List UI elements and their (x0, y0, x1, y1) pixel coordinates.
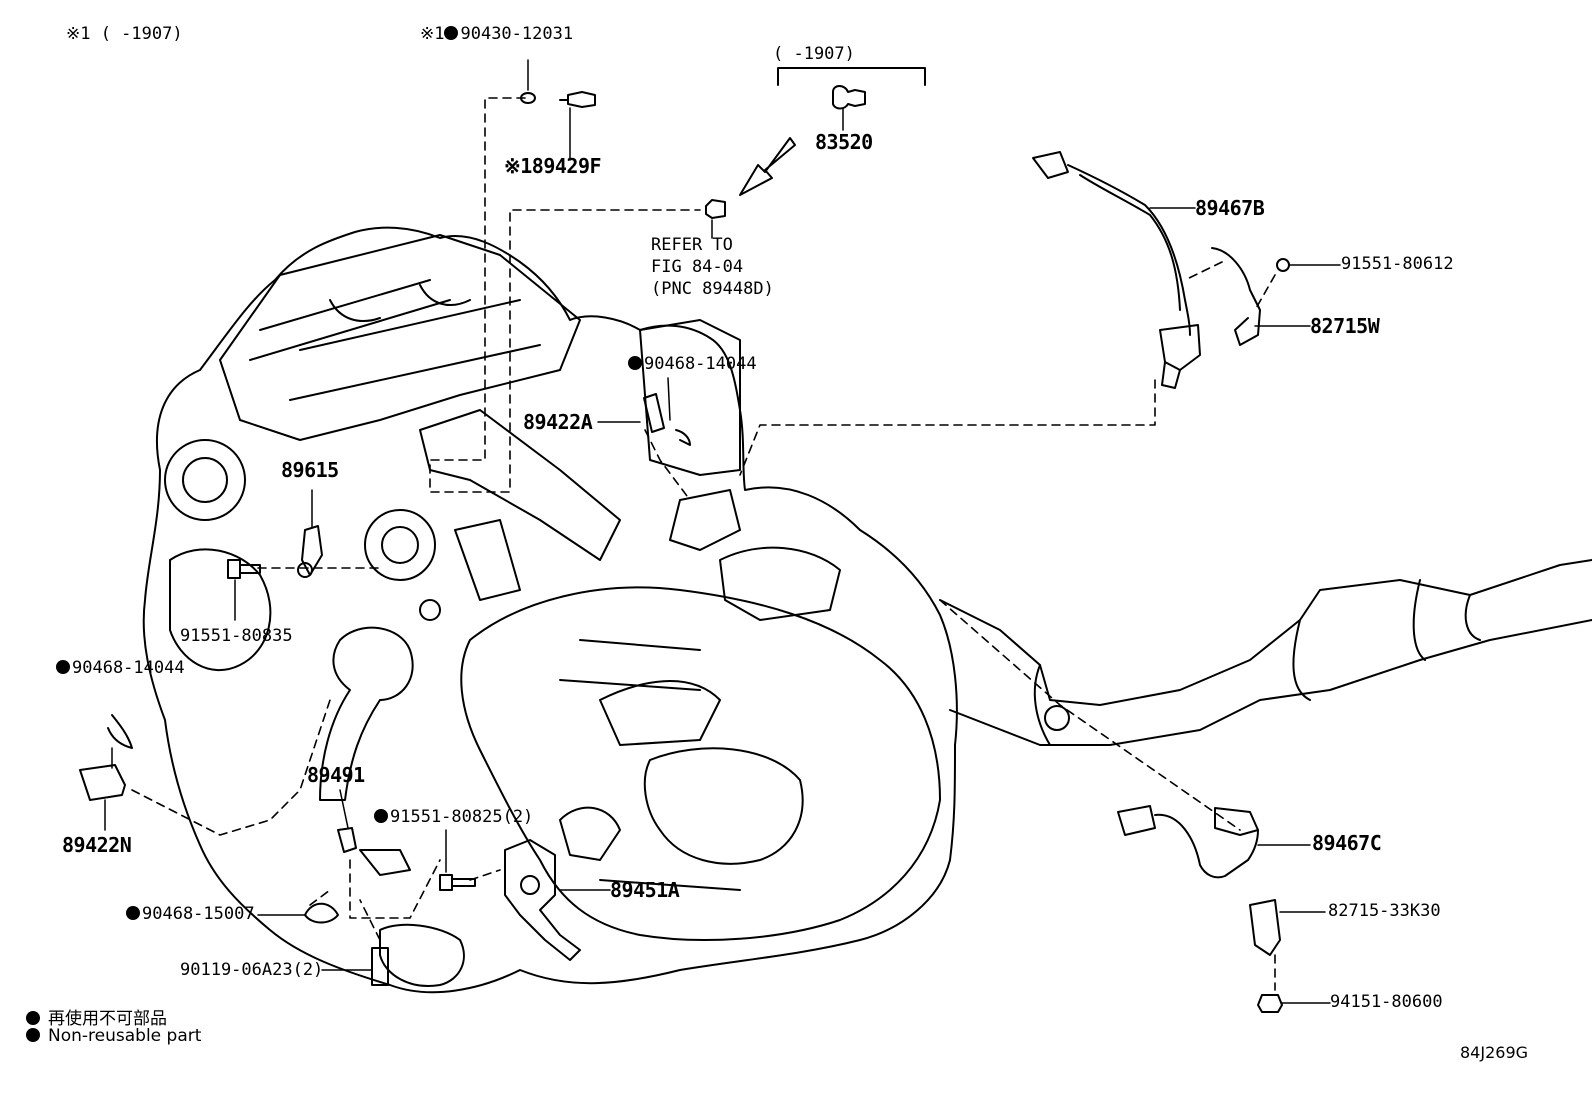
part-number-label: 90430-12031 (460, 24, 574, 44)
exhaust-pipe (939, 559, 1592, 706)
head-cover (219, 234, 581, 441)
non-reusable-dot-icon (26, 1028, 40, 1042)
note-top-left: ※1 ( -1907) (66, 24, 183, 44)
legend-line-jp: 再使用不可部品 (26, 1004, 167, 1029)
callout-89422n[interactable]: 89422N (62, 833, 132, 857)
callout-90430-12031[interactable]: ※1 90430-12031 (420, 26, 573, 43)
callout-90468-14044-left[interactable]: 90468-14044 (56, 660, 185, 677)
refer-arrow (739, 137, 796, 196)
callout-90119-06a23[interactable]: 90119-06A23(2) (180, 960, 324, 980)
callout-91551-80612[interactable]: 91551-80612 (1341, 254, 1454, 274)
part-number-label: 91551-80825(2) (390, 807, 534, 827)
non-reusable-dot-icon (26, 1011, 40, 1025)
callout-82715-33k30[interactable]: 82715-33K30 (1328, 901, 1441, 921)
legend-text-jp: 再使用不可部品 (48, 1009, 167, 1029)
callout-89491[interactable]: 89491 (307, 763, 365, 787)
callout-91551-80835[interactable]: 91551-80835 (180, 626, 293, 646)
refer-line-1: REFER TO (651, 235, 733, 255)
non-reusable-dot-icon (56, 660, 70, 674)
callout-91551-80825[interactable]: 91551-80825(2) (374, 809, 533, 826)
part-number-label: 90468-14044 (72, 658, 185, 678)
callout-89429f[interactable]: ※189429F (504, 154, 602, 178)
callout-89451a[interactable]: 89451A (610, 878, 680, 902)
note-mark: ※1 (420, 24, 445, 44)
non-reusable-dot-icon (628, 356, 642, 370)
refer-line-2: FIG 84-04 (651, 257, 744, 277)
non-reusable-dot-icon (374, 809, 388, 823)
part-number-label: 90468-14044 (644, 354, 757, 374)
callout-89467b[interactable]: 89467B (1195, 196, 1265, 220)
callout-89422a[interactable]: 89422A (523, 410, 593, 434)
legend-line-en: Non-reusable part (26, 1026, 201, 1046)
transaxle (460, 586, 941, 941)
figure-code: 84J269G (1460, 1043, 1529, 1062)
legend-text-en: Non-reusable part (48, 1026, 202, 1046)
non-reusable-dot-icon (444, 26, 459, 40)
range-label-1907: ( -1907) (773, 44, 855, 64)
callout-90468-15007[interactable]: 90468-15007 (126, 906, 255, 923)
callout-82715w[interactable]: 82715W (1310, 314, 1380, 338)
callout-94151-80600[interactable]: 94151-80600 (1330, 992, 1443, 1012)
callout-89615[interactable]: 89615 (281, 458, 339, 482)
refer-line-3[interactable]: (PNC 89448D) (651, 279, 774, 299)
engine-outline (142, 226, 958, 994)
callout-83520[interactable]: 83520 (815, 130, 873, 154)
part-number-label: 90468-15007 (142, 904, 255, 924)
non-reusable-dot-icon (126, 906, 140, 920)
callout-90468-14044-top[interactable]: 90468-14044 (628, 356, 757, 373)
callout-89467c[interactable]: 89467C (1312, 831, 1382, 855)
